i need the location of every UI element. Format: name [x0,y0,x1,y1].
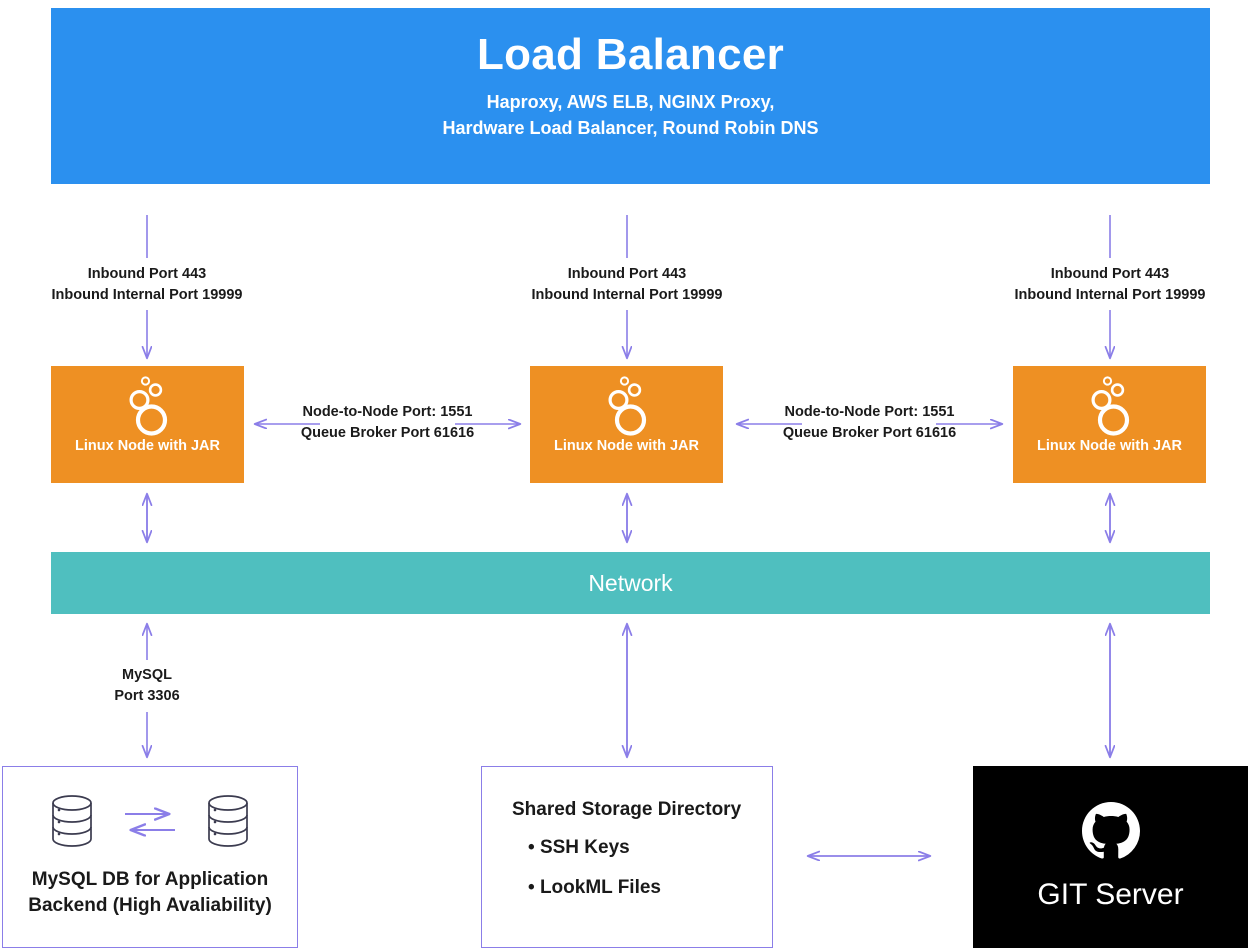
replication-arrows-icon [125,800,175,842]
linux-node-left[interactable]: Linux Node with JAR [51,366,244,483]
mysql-db-box: MySQL DB for Application Backend (High A… [2,766,298,948]
inbound-label-right-line2: Inbound Internal Port 19999 [1014,287,1206,304]
node-to-node-left-line1: Node-to-Node Port: 1551 [302,404,473,420]
load-balancer-subtitle: Haproxy, AWS ELB, NGINX Proxy, Hardware … [442,89,818,141]
inbound-label-right: Inbound Port 443 Inbound Internal Port 1… [963,264,1251,306]
linux-node-right[interactable]: Linux Node with JAR [1013,366,1206,483]
mysql-connection-line1: MySQL [122,667,172,683]
mysql-connection-line2: Port 3306 [114,688,180,705]
shared-storage-title: Shared Storage Directory [512,799,742,820]
node-to-node-label-right: Node-to-Node Port: 1551 Queue Broker Por… [750,402,989,444]
inbound-label-right-line1: Inbound Port 443 [1050,266,1170,282]
inbound-label-left-line2: Inbound Internal Port 19999 [51,287,243,304]
linux-node-center-label: Linux Node with JAR [554,438,699,454]
inbound-label-center-line2: Inbound Internal Port 19999 [531,287,723,304]
list-item: LookML Files [528,877,772,899]
load-balancer-banner: Load Balancer Haproxy, AWS ELB, NGINX Pr… [51,8,1210,184]
inbound-label-left: Inbound Port 443 Inbound Internal Port 1… [0,264,294,306]
network-bar: Network [51,552,1210,614]
list-item: SSH Keys [528,837,772,859]
node-to-node-right-line2: Queue Broker Port 61616 [782,425,957,442]
inbound-label-left-line1: Inbound Port 443 [87,266,207,282]
linux-node-left-label: Linux Node with JAR [75,438,220,454]
mysql-db-caption-line1: MySQL DB for Application [31,869,269,890]
load-balancer-title: Load Balancer [476,30,785,79]
git-server-label: GIT Server [1037,878,1184,911]
node-to-node-label-left: Node-to-Node Port: 1551 Queue Broker Por… [268,402,507,444]
looker-logo-icon [608,376,646,436]
node-to-node-left-line2: Queue Broker Port 61616 [300,425,475,442]
linux-node-right-label: Linux Node with JAR [1037,438,1182,454]
github-octocat-icon [1081,802,1140,859]
network-label: Network [588,569,673,596]
database-replication-group [3,793,297,849]
linux-node-center[interactable]: Linux Node with JAR [530,366,723,483]
shared-storage-box: Shared Storage Directory SSH Keys LookML… [481,766,773,948]
inbound-label-center: Inbound Port 443 Inbound Internal Port 1… [480,264,774,306]
inbound-label-center-line1: Inbound Port 443 [567,266,687,282]
load-balancer-subtitle-line2: Hardware Load Balancer, Round Robin DNS [442,117,819,138]
looker-logo-icon [1091,376,1129,436]
load-balancer-subtitle-line1: Haproxy, AWS ELB, NGINX Proxy, [486,91,775,112]
mysql-db-caption-line2: Backend (High Avaliability) [28,894,272,916]
mysql-db-caption: MySQL DB for Application Backend (High A… [3,867,297,918]
database-cylinder-icon [208,795,248,847]
looker-logo-icon [129,376,167,436]
git-server-box: GIT Server [973,766,1248,948]
shared-storage-list: SSH Keys LookML Files [528,837,772,899]
database-cylinder-icon [52,795,92,847]
mysql-connection-label: MySQL Port 3306 [47,665,247,707]
node-to-node-right-line1: Node-to-Node Port: 1551 [784,404,955,420]
